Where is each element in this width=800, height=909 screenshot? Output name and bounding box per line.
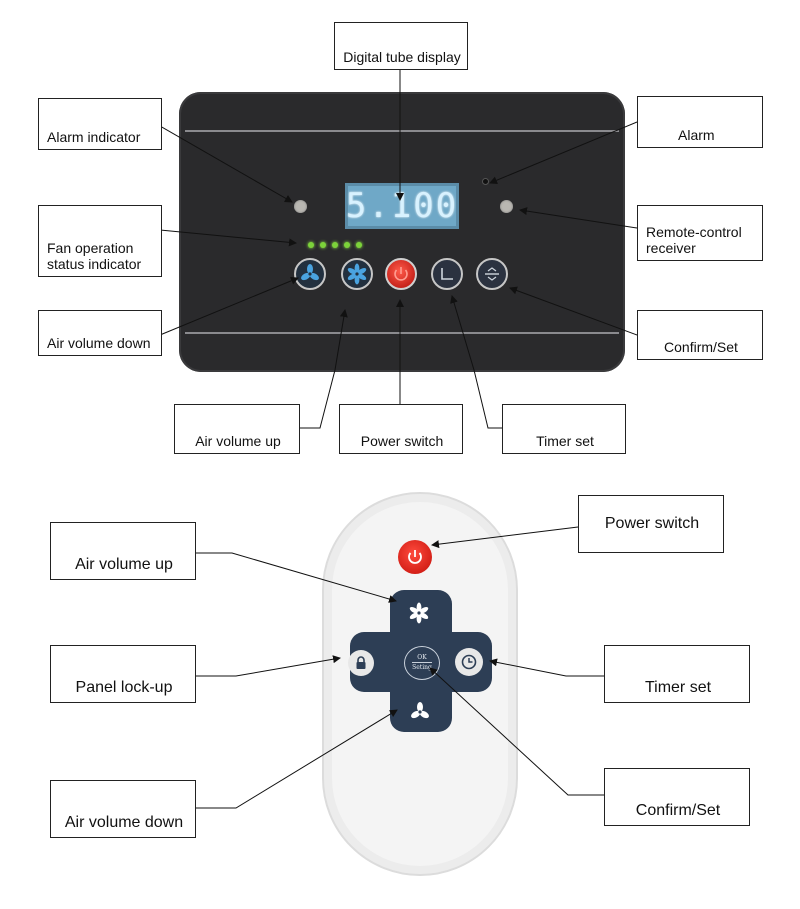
digital-tube-display: 5.100 xyxy=(345,183,459,229)
label-timer-set: Timer set xyxy=(502,404,626,454)
panel-air-volume-up-button[interactable] xyxy=(341,258,373,290)
lock-icon xyxy=(356,656,366,669)
remote-confirm-set-button[interactable]: OK Seting xyxy=(404,646,440,680)
panel-power-switch-button[interactable] xyxy=(385,258,417,290)
label-remote-control-receiver: Remote-control receiver xyxy=(637,205,763,261)
panel-top-line xyxy=(185,130,619,132)
fan-status-led xyxy=(356,242,362,248)
label-remote-air-volume-up: Air volume up xyxy=(50,522,196,580)
label-power-switch: Power switch xyxy=(339,404,463,454)
label-remote-air-volume-down: Air volume down xyxy=(50,780,196,838)
label-remote-power-switch: Power switch xyxy=(578,495,724,553)
remote-power-button[interactable] xyxy=(398,540,432,574)
label-remote-timer-set: Timer set xyxy=(604,645,750,703)
remote-air-volume-down-button[interactable] xyxy=(406,698,434,726)
power-icon xyxy=(394,267,408,281)
remote-control: OK Seting xyxy=(322,492,518,876)
clock-icon xyxy=(461,654,477,670)
fan-status-led xyxy=(332,242,338,248)
label-air-volume-down: Air volume down xyxy=(38,310,162,356)
fan-status-led xyxy=(320,242,326,248)
panel-air-volume-down-button[interactable] xyxy=(294,258,326,290)
remote-timer-set-button[interactable] xyxy=(455,648,483,676)
control-panel: 5.100 xyxy=(179,92,625,372)
ok-label: OK xyxy=(417,654,427,661)
panel-timer-set-button[interactable] xyxy=(431,258,463,290)
callout-remote-panel-lock-up xyxy=(196,655,341,677)
remote-air-volume-up-button[interactable] xyxy=(404,598,434,628)
alarm-indicator-light xyxy=(294,200,307,213)
panel-bottom-line xyxy=(185,332,619,334)
confirm-icon xyxy=(485,267,499,281)
label-alarm: Alarm xyxy=(637,96,763,148)
label-air-volume-up: Air volume up xyxy=(174,404,300,454)
fan-icon xyxy=(347,263,367,285)
remote-panel-lock-button[interactable] xyxy=(348,650,374,676)
label-confirm-set: Confirm/Set xyxy=(637,310,763,360)
label-remote-confirm-set: Confirm/Set xyxy=(604,768,750,826)
alarm-buzzer-hole xyxy=(482,178,489,185)
fan-icon xyxy=(409,602,429,624)
remote-receiver-window xyxy=(500,200,513,213)
seting-label: Seting xyxy=(412,662,432,671)
fan-status-led xyxy=(344,242,350,248)
panel-confirm-set-button[interactable] xyxy=(476,258,508,290)
label-remote-panel-lock-up: Panel lock-up xyxy=(50,645,196,703)
fan-status-led xyxy=(308,242,314,248)
label-digital-tube-display: Digital tube display xyxy=(334,22,468,70)
timer-icon xyxy=(441,268,453,280)
fan-icon xyxy=(411,702,429,719)
label-alarm-indicator: Alarm indicator xyxy=(38,98,162,150)
power-icon xyxy=(408,550,422,564)
fan-icon xyxy=(301,264,319,281)
label-fan-operation-status-indicator: Fan operation status indicator xyxy=(38,205,162,277)
